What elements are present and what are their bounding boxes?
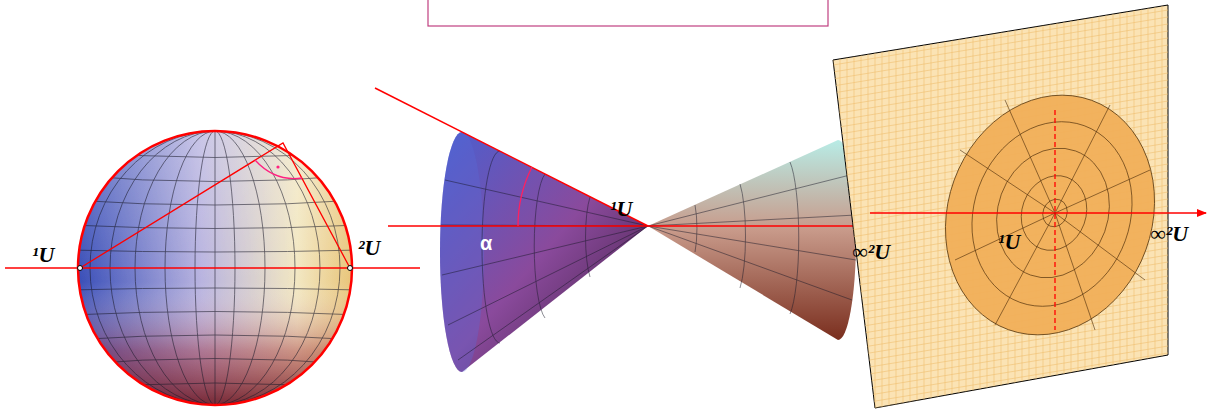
point-label: ∞²U — [852, 240, 890, 264]
point-label: ∞²U — [1150, 222, 1188, 246]
angle-label: α — [480, 232, 492, 254]
point-label: ¹U — [32, 243, 54, 267]
point-label: ¹U — [610, 197, 632, 221]
point-label: ²U — [358, 236, 380, 260]
point-label: ¹U — [998, 230, 1020, 254]
